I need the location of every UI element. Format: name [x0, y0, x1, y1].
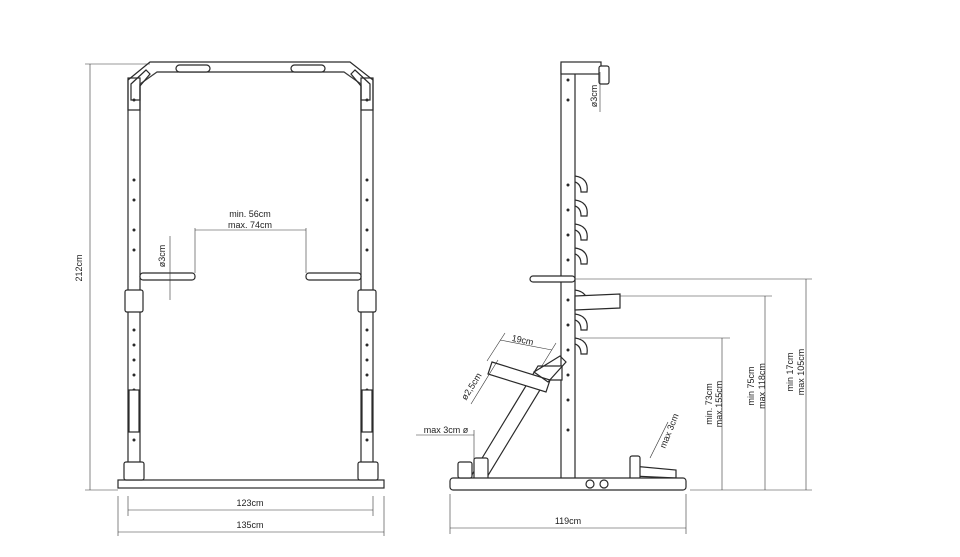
side-backrest-width-label: 19cm	[511, 333, 535, 347]
side-safety-arm	[574, 293, 621, 311]
side-top-handle-grip	[598, 65, 610, 85]
front-outer-width-label: 135cm	[236, 520, 263, 530]
front-inner-width-label: 123cm	[236, 498, 263, 508]
front-label-left	[128, 389, 140, 433]
front-grip-max-label: max. 74cm	[228, 220, 272, 230]
front-foot-right	[357, 461, 379, 481]
side-backrest-bracket	[532, 355, 567, 383]
front-top-grip-left	[175, 64, 211, 73]
front-dip-handle-left	[139, 272, 196, 281]
front-j-hook-left	[124, 289, 144, 313]
side-bar-holder-diameter-label: max 3cm ø	[424, 425, 469, 435]
front-base-bar	[117, 479, 385, 489]
side-top-handle-diameter-label: ø3cm	[589, 85, 599, 108]
front-view	[117, 61, 385, 489]
front-height-label: 212cm	[74, 254, 84, 281]
front-grip-min-label: min. 56cm	[229, 209, 271, 219]
side-backrest-tube-diameter-label: ø2,5cm	[459, 371, 483, 402]
side-base-wheel-1	[585, 479, 595, 489]
front-upright-holes	[132, 98, 369, 442]
front-top-arch	[127, 61, 374, 111]
front-top-grip-right	[290, 64, 326, 73]
front-dimensions: 212cm 123cm 135cm min. 56cm max. 74cm ø3…	[74, 63, 385, 536]
side-hook-height-min-label: min 75cm	[746, 366, 756, 405]
side-base-wheel-2	[599, 479, 609, 489]
side-seat-height-max-label: max.155cm	[714, 381, 724, 428]
side-seat-height-min-label: min. 73cm	[704, 383, 714, 425]
front-handle-diameter-label: ø3cm	[157, 245, 167, 268]
front-j-hook-right	[357, 289, 377, 313]
side-dip-handle	[529, 275, 576, 283]
side-depth-label: 119cm	[555, 516, 581, 526]
side-dip-height-min-label: min 17cm	[785, 352, 795, 391]
side-hook-height-max-label: max 118cm	[757, 363, 767, 409]
side-view	[449, 61, 687, 491]
side-upright-holes	[566, 78, 570, 432]
side-top-handle	[560, 61, 602, 75]
front-corner-plate-right	[350, 69, 371, 101]
front-corner-plate-left	[130, 69, 151, 101]
side-base-bar	[449, 477, 687, 491]
side-j-hooks	[574, 175, 588, 355]
front-label-right	[361, 389, 373, 433]
front-dip-handle-right	[305, 272, 362, 281]
side-foot-holder-post	[629, 455, 641, 481]
side-base-foot	[457, 461, 473, 479]
side-backrest-tube	[487, 361, 551, 393]
side-dip-height-max-label: max 105cm	[796, 349, 806, 396]
front-foot-left	[123, 461, 145, 481]
side-foot-holder-label: max 3cm	[658, 412, 681, 450]
